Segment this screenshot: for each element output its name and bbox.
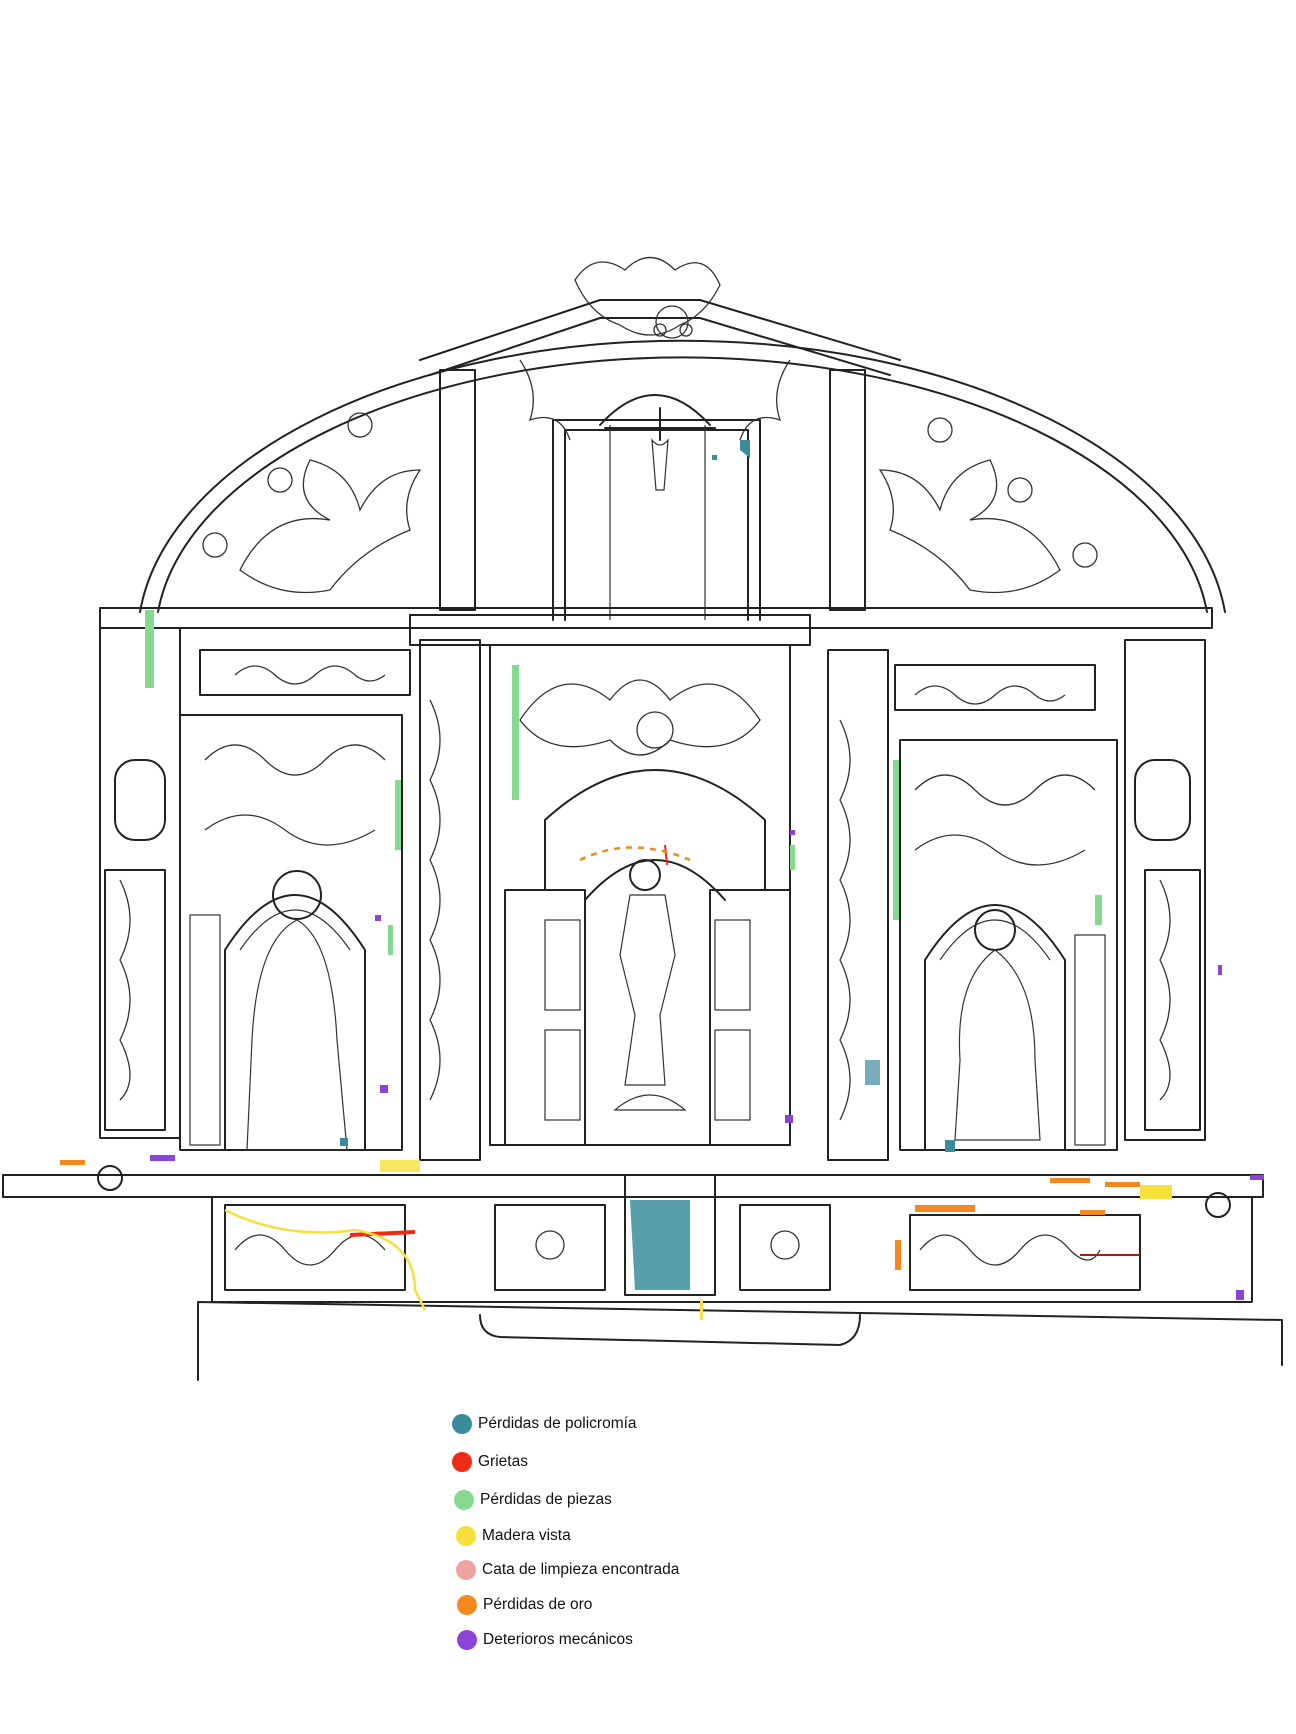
legend-dot-policromia (452, 1414, 472, 1434)
predella (2, 1165, 1283, 1381)
columns (99, 627, 1206, 1161)
legend-dot-oro (457, 1595, 477, 1615)
marks-madera (224, 1160, 1172, 1320)
altarpiece-drawing (2, 256, 1283, 1381)
right-niche (899, 739, 1118, 1151)
attic-arch (139, 256, 1226, 621)
legend-dot-grietas (452, 1452, 472, 1472)
legend-label: Deterioros mecánicos (483, 1631, 633, 1648)
legend-item-oro: Pérdidas de oro (452, 1593, 592, 1617)
legend-item-grietas: Grietas (452, 1450, 528, 1474)
marks-policromia (340, 440, 955, 1290)
legend-dot-cata (456, 1560, 476, 1580)
legend-item-cata: Cata de limpieza encontrada (452, 1558, 679, 1582)
central-niche (489, 644, 791, 1146)
marks-grietas (349, 844, 1140, 1256)
legend-item-policromia: Pérdidas de policromía (452, 1412, 637, 1436)
legend-label: Grietas (478, 1453, 528, 1470)
legend-item-piezas: Pérdidas de piezas (452, 1488, 612, 1512)
damage-marks (60, 440, 1264, 1320)
legend-dot-mecanicos (457, 1630, 477, 1650)
legend-label: Pérdidas de oro (483, 1596, 593, 1613)
legend-label: Cata de limpieza encontrada (482, 1561, 680, 1578)
legend-label: Pérdidas de policromía (478, 1415, 637, 1432)
legend-dot-piezas (454, 1490, 474, 1510)
legend-label: Pérdidas de piezas (480, 1491, 612, 1508)
legend-item-madera: Madera vista (452, 1524, 571, 1548)
marks-piezas (145, 610, 1102, 955)
legend-dot-madera (456, 1526, 476, 1546)
entablature (99, 607, 1213, 711)
legend-label: Madera vista (482, 1527, 571, 1544)
marks-oro (60, 846, 1140, 1270)
marks-mecanicos (150, 830, 1264, 1300)
left-niche (179, 714, 403, 1151)
legend-item-mecanicos: Deterioros mecánicos (452, 1628, 633, 1652)
